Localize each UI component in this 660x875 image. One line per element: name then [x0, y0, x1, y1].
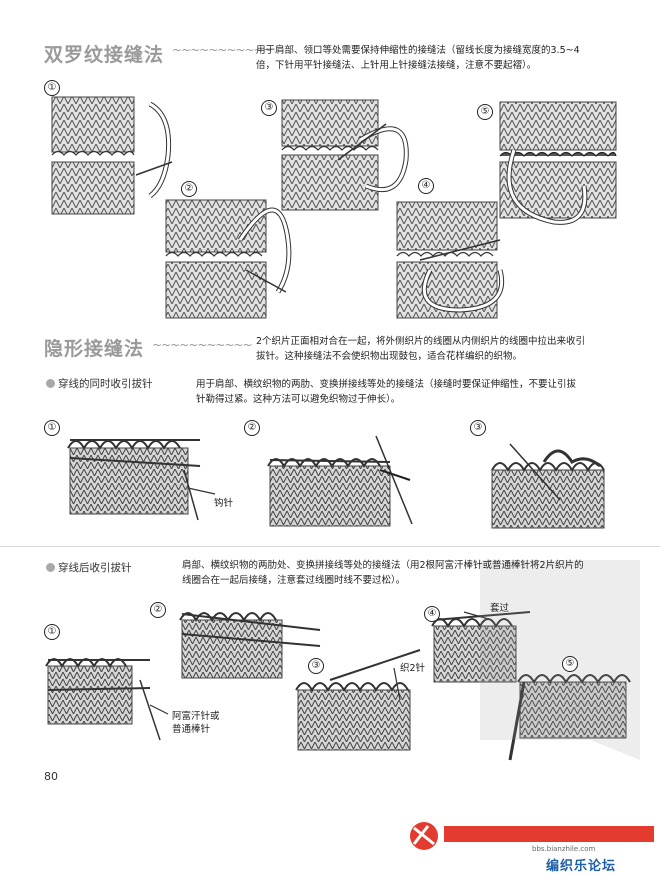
section-title-invisible: 隐形接缝法 [44, 338, 145, 360]
footer-site-url: bbs.bianzhile.com [532, 845, 596, 853]
sub2-step-number-1: ① [44, 624, 60, 640]
pushpin-logo [410, 822, 654, 850]
label-hook-needle: 钩针 [214, 498, 234, 509]
sub2-step-number-3: ③ [308, 658, 324, 674]
label-afghan-needle: 阿富汗针或 普通棒针 [172, 711, 220, 735]
step-number-1: ① [44, 80, 60, 96]
page-number: 80 [44, 770, 58, 783]
step-number-5: ⑤ [477, 104, 493, 120]
step-number-3: ③ [261, 100, 277, 116]
fig1-double-rib [51, 96, 173, 215]
section-title-double-rib: 双罗纹接缝法 [44, 44, 165, 66]
sub2-step-number-2: ② [150, 602, 166, 618]
fig-sub1-step3 [491, 443, 605, 529]
fig4-double-rib [396, 201, 504, 319]
fig5-double-rib [499, 101, 617, 225]
fig-sub2-step2 [179, 612, 321, 679]
fig-sub1-step2 [267, 435, 413, 527]
section-desc-invisible: 2个织片正面相对合在一起，将外侧织片的线圈从内侧织片的线圈中拉出来收引 拔针。这… [256, 336, 586, 362]
title-wave-decoration-2: ~~~~~~~~~~~ [152, 338, 253, 352]
fig2-double-rib [165, 199, 292, 319]
subsection-title-1: 穿线的同时收引拔针 [46, 376, 153, 391]
watermark-decoration [480, 560, 640, 760]
subsection-title-2: 穿线后收引拔针 [46, 560, 132, 575]
label-knit-two: 织2针 [400, 663, 426, 674]
footer-brand: 编织乐论坛 [546, 859, 617, 874]
step-number-2: ② [181, 181, 197, 197]
subsection-desc-1: 用于肩部、横纹织物的两肋、变换拼接线等处的接缝法（接缝时要保证伸缩性，不要让引拔… [196, 379, 577, 405]
sub1-step-number-1: ① [44, 420, 60, 436]
fig-sub2-step4 [431, 611, 531, 683]
label-pass-over: 套过 [490, 603, 510, 614]
fig-sub1-step1 [67, 439, 216, 521]
bullet-icon [46, 379, 55, 388]
section-desc-double-rib: 用于肩部、领口等处需要保持伸缩性的接缝法（留线长度为接缝宽度的3.5~4 倍，下… [256, 45, 580, 71]
step-number-4: ④ [418, 178, 434, 194]
bullet-icon-2 [46, 563, 55, 572]
sub2-step-number-4: ④ [424, 606, 440, 622]
fig-sub2-step1 [45, 658, 169, 741]
sub1-step-number-2: ② [244, 420, 260, 436]
subsection-desc-2: 肩部、横纹织物的两肋处、变换拼接线等处的接缝法（用2根阿富汗棒针或普通棒针将2片… [182, 560, 584, 586]
fig-sub2-step3 [295, 649, 421, 751]
sub2-step-number-5: ⑤ [562, 656, 578, 672]
fig3-double-rib [281, 99, 409, 211]
sub1-step-number-3: ③ [470, 420, 486, 436]
fig-sub2-step5 [508, 674, 631, 761]
section-separator [0, 546, 660, 547]
title-wave-decoration: ~~~~~~~~~~~ [172, 43, 273, 57]
